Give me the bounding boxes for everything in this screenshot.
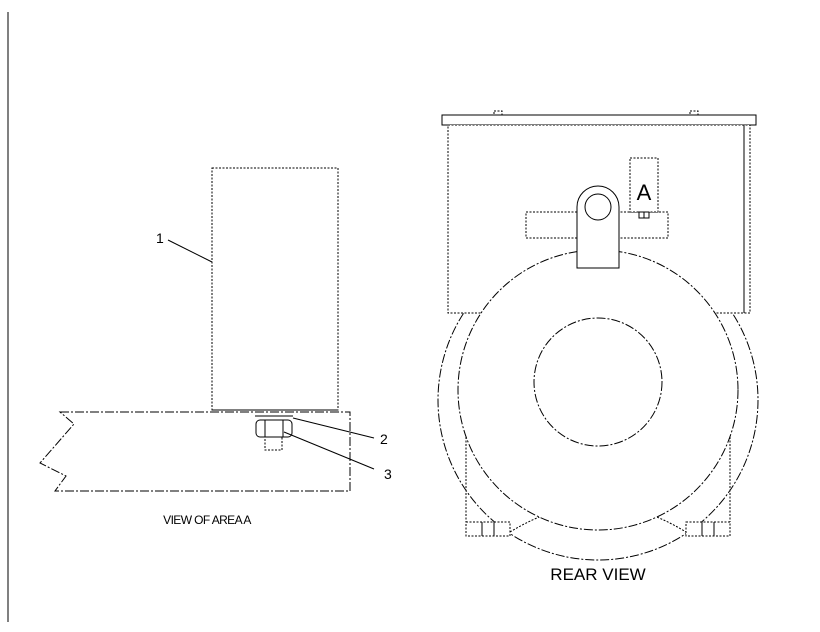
area-marker-label: A <box>637 180 652 205</box>
frame-lower-arc <box>509 504 687 533</box>
lid-bolt-left <box>493 110 503 116</box>
callout-2: 2 <box>380 431 388 447</box>
callout-1: 1 <box>156 230 164 246</box>
bolt-stud <box>264 436 283 451</box>
lid-bolt-right <box>689 110 699 116</box>
rear-view-caption: REAR VIEW <box>550 565 645 584</box>
leader-line-3 <box>283 431 375 470</box>
terminal-box-lid <box>441 114 757 126</box>
lifting-eye <box>576 185 620 269</box>
nut <box>255 419 293 438</box>
area-view-caption: VIEW OF AREA A <box>163 513 251 527</box>
lifting-eye-hole <box>584 193 612 221</box>
foot-right <box>685 521 731 537</box>
base-plate <box>39 411 351 492</box>
rear-view: A REAR VIEW <box>437 110 759 584</box>
component-box <box>211 167 339 411</box>
leader-line-2 <box>292 417 375 439</box>
leader-line-1 <box>167 239 213 263</box>
area-marker-tag <box>629 157 659 213</box>
callout-3: 3 <box>384 466 392 482</box>
foot-left <box>465 521 511 537</box>
area-view: 1 2 3 VIEW OF AREA A <box>39 167 392 527</box>
bearing-housing <box>533 317 663 447</box>
generator-body <box>457 249 739 531</box>
